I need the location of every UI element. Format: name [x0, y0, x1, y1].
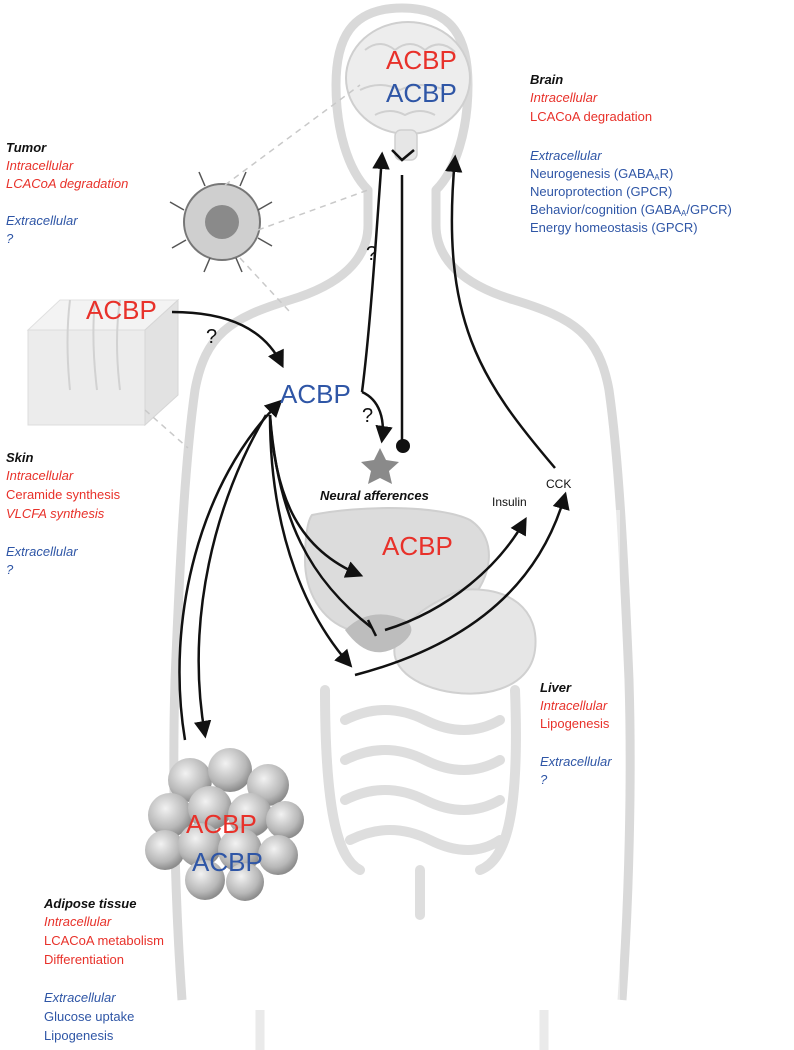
arrow-skin-to-plasma: [171, 310, 284, 369]
tumor-title: Tumor: [6, 140, 47, 155]
arrow-plasma-to-neural: [361, 390, 393, 444]
brain-title: Brain: [530, 72, 564, 87]
intestine-icon: [320, 685, 521, 920]
tumor-extracellular-item: ?: [6, 231, 14, 246]
plasma-acbp: ACBP: [280, 379, 351, 409]
inhibit-plasma-to-pancreas: [268, 414, 373, 629]
liver-intracellular-label: Intracellular: [540, 698, 608, 713]
skin-intracellular-label: Intracellular: [6, 468, 74, 483]
pancreas-icon: [345, 614, 412, 653]
brain-behavior: Behavior/cognition (GABAA/GPCR): [530, 202, 732, 218]
skin-acbp: ACBP: [86, 295, 157, 325]
brain-intracellular-label: Intracellular: [530, 90, 598, 105]
brain-acbp-extracellular: ACBP: [386, 78, 457, 108]
skin-ceramide: Ceramide synthesis: [6, 487, 121, 502]
adipose-intracellular-label: Intracellular: [44, 914, 112, 929]
adipose-acbp-extracellular: ACBP: [192, 847, 263, 877]
question-neural-arrow: ?: [362, 405, 374, 427]
liver-title: Liver: [540, 680, 572, 695]
neural-terminal-dot: [396, 439, 410, 453]
neural-star-icon: [361, 448, 399, 484]
brain-neurogenesis: Neurogenesis (GABAAR): [530, 166, 674, 182]
question-skin-arrow: ?: [206, 326, 218, 348]
dashed-connectors: [144, 84, 369, 449]
brain-extracellular-label: Extracellular: [530, 148, 602, 163]
skin-extracellular-item: ?: [6, 562, 14, 577]
adipose-differentiation: Differentiation: [44, 952, 124, 967]
skin-block-icon: [26, 298, 180, 427]
skin-vlcfa: VLCFA synthesis: [6, 506, 105, 521]
adipose-lipogenesis: Lipogenesis: [44, 1028, 114, 1043]
body-silhouette: [169, 3, 635, 1050]
brain-acbp-intracellular: ACBP: [386, 45, 457, 75]
liver-extracellular-item: ?: [540, 772, 548, 787]
arrow-cck-to-brain: [445, 154, 556, 469]
inhibit-bar: [366, 619, 378, 637]
cck-label: CCK: [546, 477, 572, 491]
adipose-lcacoa: LCACoA metabolism: [44, 933, 164, 948]
skin-extracellular-label: Extracellular: [6, 544, 78, 559]
adipose-extracellular-label: Extracellular: [44, 990, 116, 1005]
brain-energy: Energy homeostasis (GPCR): [530, 220, 698, 235]
arrow-plasma-to-brain: [360, 151, 390, 393]
adipose-glucose-uptake: Glucose uptake: [44, 1009, 135, 1024]
tumor-extracellular-label: Extracellular: [6, 213, 78, 228]
tumor-cell-icon: [169, 171, 273, 273]
liver-intracellular-item: Lipogenesis: [540, 716, 610, 731]
pathway-arrows: [171, 149, 570, 741]
arrow-adipose-to-plasma: [178, 399, 283, 741]
brain-icon: [345, 21, 471, 161]
question-brain-arrow: ?: [366, 243, 378, 265]
brain-y-fork: [391, 149, 415, 162]
tumor-intracellular-label: Intracellular: [6, 158, 74, 173]
liver-extracellular-label: Extracellular: [540, 754, 612, 769]
arrow-plasma-to-gut: [268, 414, 353, 668]
brain-intracellular-item: LCACoA degradation: [530, 109, 653, 124]
liver-acbp: ACBP: [382, 531, 453, 561]
brain-neuroprotection: Neuroprotection (GPCR): [530, 184, 673, 199]
adipose-tissue-icon: [145, 748, 304, 901]
neural-afferences-label: Neural afferences: [320, 488, 429, 503]
tumor-intracellular-item: LCACoA degradation: [6, 176, 129, 191]
adipose-title: Adipose tissue: [44, 896, 137, 911]
arrow-liver-to-insulin: [384, 516, 527, 632]
insulin-label: Insulin: [492, 495, 527, 509]
skin-title: Skin: [6, 450, 34, 465]
arrow-plasma-to-adipose: [193, 414, 268, 739]
arrow-gut-to-cck: [354, 491, 570, 677]
adipose-acbp-intracellular: ACBP: [186, 809, 257, 839]
